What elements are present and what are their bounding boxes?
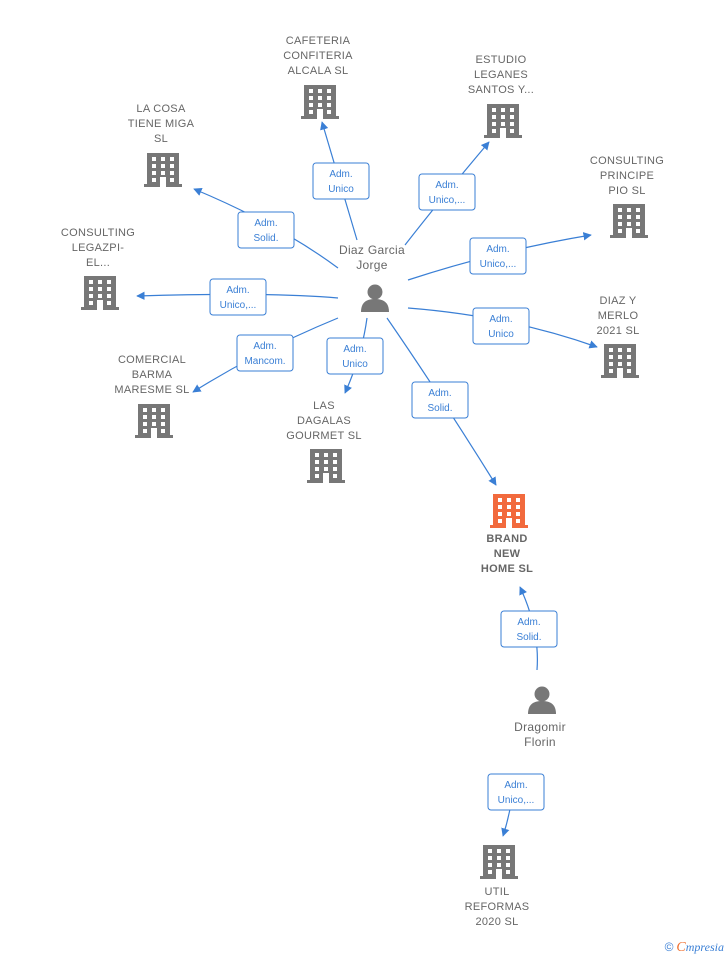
company-label: CONSULTING (590, 155, 664, 167)
person-label: Dragomir (514, 720, 566, 734)
building-icon (301, 85, 339, 119)
company-label: CONSULTING (61, 227, 135, 239)
company-label: BARMA (132, 369, 173, 381)
role-text: Adm. (486, 244, 509, 255)
company-node-legazpi[interactable]: CONSULTING LEGAZPI- EL... (61, 227, 135, 310)
company-label: LEGANES (474, 69, 528, 81)
company-label: TIENE MIGA (128, 118, 195, 130)
role-badge-principe[interactable]: Adm. Unico,... (469, 237, 527, 275)
company-label: DAGALAS (297, 415, 351, 427)
company-label: COMERCIAL (118, 354, 186, 366)
company-label: 2021 SL (596, 325, 639, 337)
person-icon (528, 686, 556, 714)
role-text: Unico (488, 329, 514, 340)
company-label: DIAZ Y (599, 295, 636, 307)
company-node-util[interactable]: UTIL REFORMAS 2020 SL (465, 845, 530, 928)
role-badge-estudio[interactable]: Adm. Unico,... (418, 173, 476, 211)
company-node-dagalas[interactable]: LAS DAGALAS GOURMET SL (286, 400, 362, 483)
company-label: PRINCIPE (600, 170, 654, 182)
person-icon (361, 284, 389, 312)
role-text: Solid. (427, 403, 452, 414)
building-icon (490, 494, 528, 528)
company-label: MERLO (598, 310, 639, 322)
role-badge-brand_p1[interactable]: Adm. Solid. (411, 381, 469, 419)
role-text: Adm. (489, 314, 512, 325)
role-badge-util[interactable]: Adm. Unico,... (487, 773, 545, 811)
role-text: Adm. (226, 285, 249, 296)
role-text: Unico (342, 359, 368, 370)
role-text: Unico (328, 184, 354, 195)
company-label: UTIL (484, 886, 509, 898)
nodes-layer: CAFETERIA CONFITERIA ALCALA SL ESTUDIO LEGAN… (61, 35, 664, 928)
company-label: EL... (86, 257, 110, 269)
role-text: Solid. (253, 233, 278, 244)
company-node-principe[interactable]: CONSULTING PRINCIPE PIO SL (590, 155, 664, 238)
company-node-brand[interactable]: BRAND NEW HOME SL (481, 494, 533, 575)
building-icon (601, 344, 639, 378)
role-badge-legazpi[interactable]: Adm. Unico,... (209, 278, 267, 316)
role-badge-barma[interactable]: Adm. Mancom. (236, 334, 294, 372)
company-label: HOME SL (481, 563, 533, 575)
role-badge-dagalas[interactable]: Adm. Unico (326, 337, 384, 375)
company-node-cafeteria[interactable]: CAFETERIA CONFITERIA ALCALA SL (283, 35, 353, 119)
role-badge-diaz[interactable]: Adm. Unico (472, 307, 530, 345)
role-text: Unico,... (220, 300, 257, 311)
company-node-estudio[interactable]: ESTUDIO LEGANES SANTOS Y... (468, 54, 534, 138)
role-badge-cafeteria[interactable]: Adm. Unico (312, 162, 370, 200)
role-text: Adm. (254, 218, 277, 229)
company-label: GOURMET SL (286, 430, 362, 442)
company-label: ESTUDIO (476, 54, 527, 66)
role-text: Unico,... (429, 195, 466, 206)
company-label: LA COSA (136, 103, 186, 115)
company-label: MARESME SL (114, 384, 189, 396)
building-icon (484, 104, 522, 138)
copyright-icon: © (664, 940, 674, 954)
company-label: NEW (494, 548, 521, 560)
building-icon (81, 276, 119, 310)
building-icon (135, 404, 173, 438)
company-label: CONFITERIA (283, 50, 353, 62)
person-label: Jorge (356, 258, 388, 272)
company-label: CAFETERIA (286, 35, 351, 47)
company-node-lacosa[interactable]: LA COSA TIENE MIGA SL (128, 103, 195, 187)
role-badge-lacosa[interactable]: Adm. Solid. (237, 211, 295, 249)
company-label: 2020 SL (475, 916, 518, 928)
role-text: Adm. (428, 388, 451, 399)
role-text: Mancom. (244, 356, 285, 367)
empresia-logo[interactable]: ©Cmpresia (664, 940, 724, 955)
role-text: Adm. (329, 169, 352, 180)
company-label: REFORMAS (465, 901, 530, 913)
company-label: LAS (313, 400, 335, 412)
role-text: Unico,... (498, 795, 535, 806)
role-text: Adm. (504, 780, 527, 791)
building-icon (610, 204, 648, 238)
building-icon (144, 153, 182, 187)
role-text: Unico,... (480, 259, 517, 270)
company-node-barma[interactable]: COMERCIAL BARMA MARESME SL (114, 354, 189, 438)
company-label: SL (154, 133, 168, 145)
building-icon (480, 845, 518, 879)
building-icon (307, 449, 345, 483)
role-text: Adm. (253, 341, 276, 352)
person-label: Diaz Garcia (339, 243, 405, 257)
company-node-diaz[interactable]: DIAZ Y MERLO 2021 SL (596, 295, 639, 378)
role-text: Adm. (435, 180, 458, 191)
company-label: LEGAZPI- (72, 242, 125, 254)
role-badge-brand_p2[interactable]: Adm. Solid. (500, 610, 558, 648)
company-label: SANTOS Y... (468, 84, 534, 96)
company-label: PIO SL (608, 185, 645, 197)
person-label: Florin (524, 735, 556, 749)
role-text: Solid. (516, 632, 541, 643)
role-text: Adm. (343, 344, 366, 355)
company-label: ALCALA SL (288, 65, 349, 77)
company-label: BRAND (486, 533, 527, 545)
role-text: Adm. (517, 617, 540, 628)
